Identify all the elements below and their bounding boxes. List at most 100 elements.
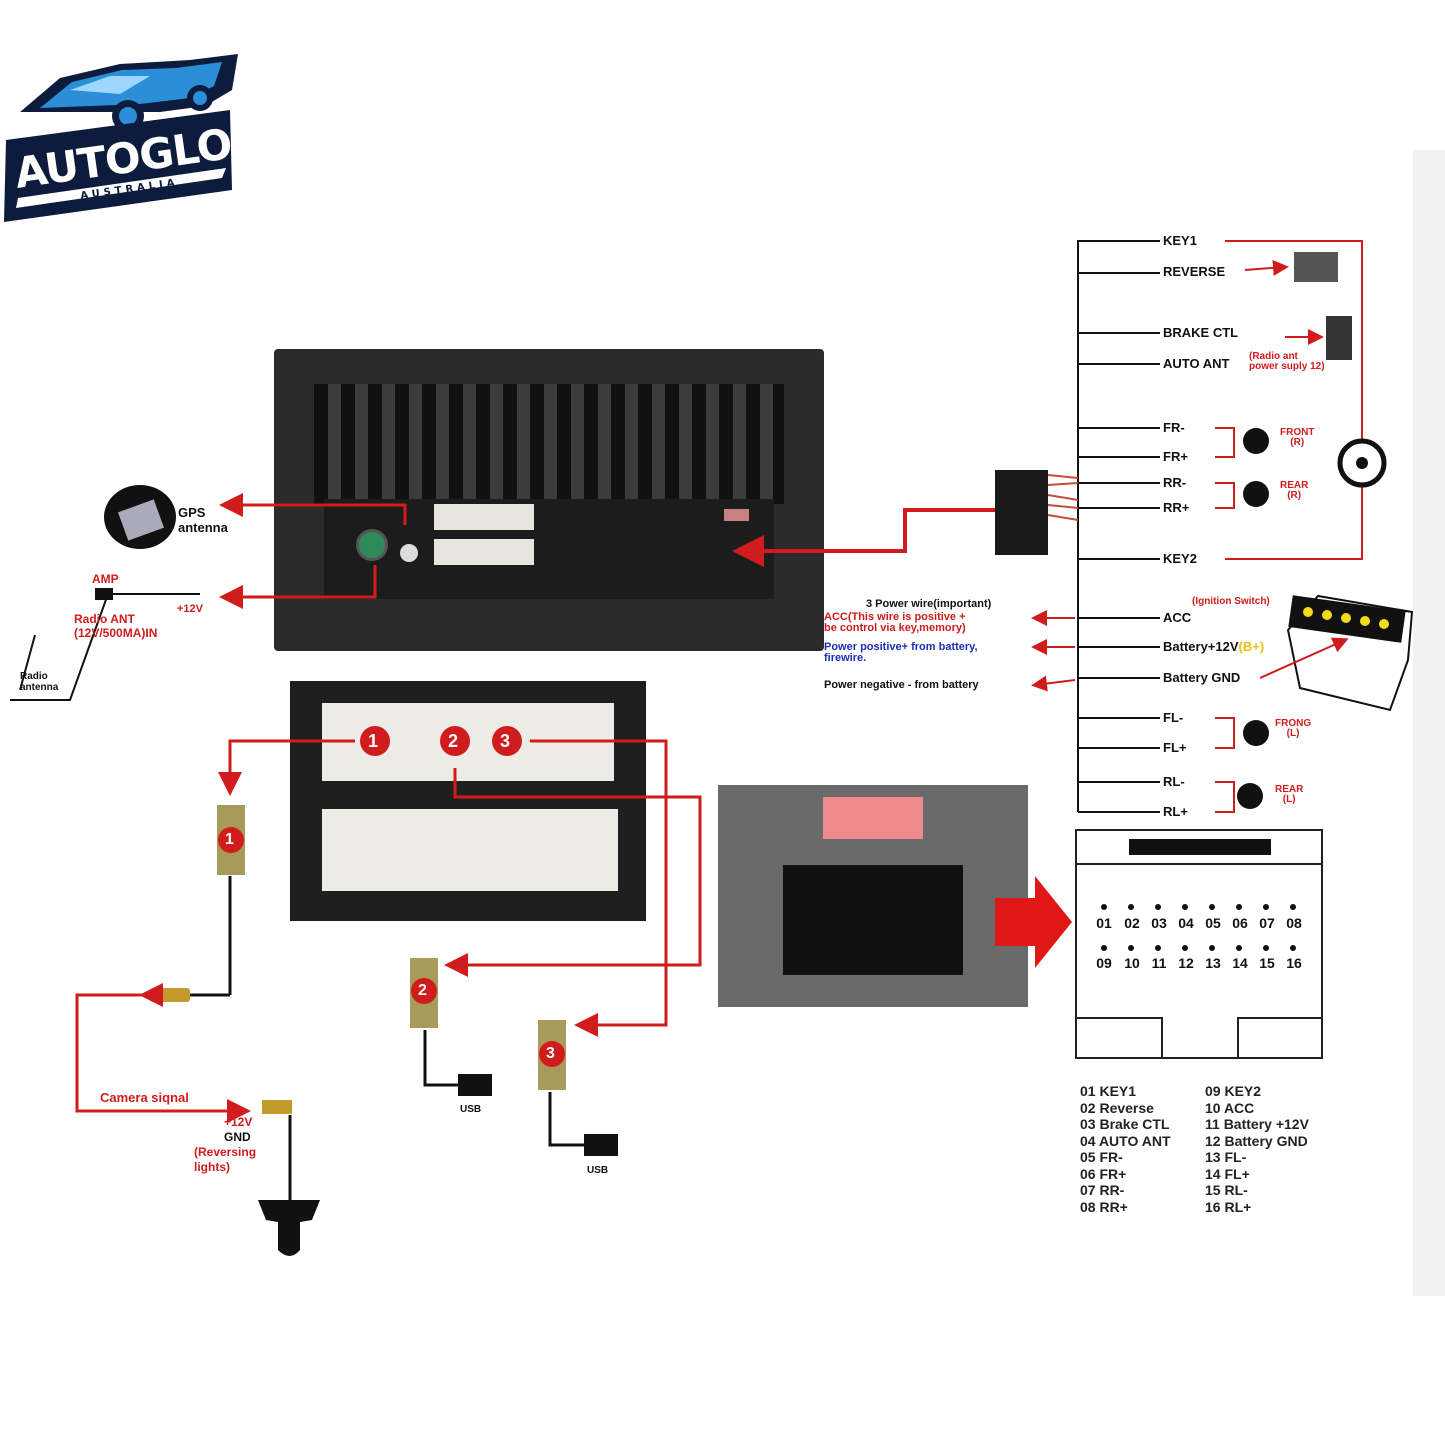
divider xyxy=(1237,1017,1321,1019)
brake-icon xyxy=(1326,316,1352,360)
battery-gnd-label: Battery GND xyxy=(1163,670,1241,685)
gnd-arrow xyxy=(1259,637,1349,679)
acc-note: ACC(This wire is positive + be control v… xyxy=(824,611,966,634)
pin-09: 09 xyxy=(1096,955,1112,971)
pin-02: 02 xyxy=(1124,915,1140,931)
pin-13: 13 xyxy=(1205,955,1221,971)
usb3-arrow xyxy=(530,739,668,1037)
rr-plus-label: RR+ xyxy=(1163,500,1190,515)
rr-minus-label: RR- xyxy=(1163,475,1187,490)
connector-white-a xyxy=(434,504,534,530)
rear-r-label: REAR (R) xyxy=(1280,480,1309,501)
badge-circles xyxy=(218,726,565,1067)
divider xyxy=(1077,1017,1161,1019)
head-unit-rear xyxy=(274,349,824,651)
badge-3: 3 xyxy=(500,731,511,751)
page-edge-strip xyxy=(1413,150,1445,1296)
legend-item: 07 RR- xyxy=(1080,1182,1125,1198)
auto-ant-label: AUTO ANT xyxy=(1163,356,1230,371)
reverse-light-icon xyxy=(1294,252,1338,282)
divider xyxy=(1237,1017,1239,1057)
rca-plug-icon xyxy=(150,988,190,1002)
cam-12v-label: +12V xyxy=(224,1115,253,1129)
harness-photo xyxy=(718,785,1028,1007)
power-negative-note: Power negative - from battery xyxy=(824,679,979,691)
legend-item: 08 RR+ xyxy=(1080,1198,1128,1215)
usb-plug-icon xyxy=(458,1074,492,1096)
camera-signal-arrow xyxy=(75,993,251,1123)
front-r-label: FRONT (R) xyxy=(1280,427,1315,448)
legend-item: 16 RL+ xyxy=(1205,1198,1252,1215)
connector-white-b xyxy=(434,539,534,565)
brand-logo: AUTOGLO AUSTRALIA xyxy=(0,50,245,230)
legend-item: 01 KEY1 xyxy=(1080,1083,1137,1099)
legend-item: 11 Battery +12V xyxy=(1205,1116,1309,1132)
battery-plus-b: (B+) xyxy=(1238,639,1265,654)
pin-15: 15 xyxy=(1259,955,1275,971)
reverse-label: REVERSE xyxy=(1163,264,1226,279)
speaker-icons xyxy=(1237,428,1269,809)
fr-plus-label: FR+ xyxy=(1163,449,1188,464)
harness-tree xyxy=(1077,240,1160,813)
fl-plus-label: FL+ xyxy=(1163,740,1187,755)
pin-dots xyxy=(1101,904,1296,951)
battery-plus-text: Battery+12V xyxy=(1163,639,1239,654)
amp-label: AMP xyxy=(92,572,119,586)
fr-minus-label: FR- xyxy=(1163,420,1185,435)
radio-antenna-label: Radio antenna xyxy=(20,671,59,693)
green-gps-port xyxy=(356,529,388,561)
auto-ant-note: (Radio ant power suply 12) xyxy=(1249,351,1325,372)
plug-bottom xyxy=(322,809,618,891)
pin-07: 07 xyxy=(1259,915,1275,931)
usb2-arrow xyxy=(444,768,702,977)
connector-panel xyxy=(324,499,774,599)
badge-1-module: 1 xyxy=(225,831,234,848)
pin-14: 14 xyxy=(1232,955,1248,971)
badge-2-module: 2 xyxy=(418,982,427,999)
steering-loop xyxy=(1225,240,1363,560)
camera-signal-label: Camera siqnal xyxy=(100,1090,189,1105)
badge-2: 2 xyxy=(448,731,459,751)
fuse xyxy=(823,797,923,839)
pin-04: 04 xyxy=(1178,915,1194,931)
pin-12: 12 xyxy=(1178,955,1194,971)
pin-03: 03 xyxy=(1151,915,1167,931)
pinout-box xyxy=(1075,829,1323,1059)
fuse-slot xyxy=(724,509,749,521)
legend-item: 02 Reverse xyxy=(1080,1099,1154,1116)
legend-item: 12 Battery GND xyxy=(1205,1132,1308,1149)
cam-reverse-label: (Reversing lights) xyxy=(194,1145,257,1174)
radio-arrow xyxy=(219,565,377,609)
key1-label: KEY1 xyxy=(1163,233,1197,248)
pin-08: 08 xyxy=(1286,915,1302,931)
pin-16: 16 xyxy=(1286,955,1302,971)
gps-label: GPS antenna xyxy=(178,505,228,535)
ignition-label: (Ignition Switch) xyxy=(1192,596,1270,607)
legend-item: 15 RL- xyxy=(1205,1182,1248,1198)
rl-minus-label: RL- xyxy=(1163,774,1185,789)
badge-1: 1 xyxy=(368,731,379,751)
rear-l-label: REAR (L) xyxy=(1275,784,1304,805)
badge-3-module: 3 xyxy=(546,1045,555,1062)
fl-minus-label: FL- xyxy=(1163,710,1184,725)
radio-ant-label: Radio ANT (12V/500MA)IN xyxy=(74,612,158,640)
socket xyxy=(783,865,963,975)
legend-item: 13 FL- xyxy=(1205,1149,1247,1165)
battery-plus-label: Battery+12V(B+) xyxy=(1163,639,1264,654)
pin-05: 05 xyxy=(1205,915,1221,931)
speaker-brackets xyxy=(1215,427,1235,813)
legend-item: 05 FR- xyxy=(1080,1149,1123,1165)
gps-arrow xyxy=(219,493,407,525)
harness-wires xyxy=(1047,474,1079,521)
legend-item: 06 FR+ xyxy=(1080,1165,1127,1182)
legend-item: 04 AUTO ANT xyxy=(1080,1132,1171,1149)
reverse-arrow xyxy=(1244,259,1289,276)
harness-arrow xyxy=(732,508,995,567)
front-l-label: FRONG (L) xyxy=(1275,718,1312,739)
heatsink xyxy=(314,384,784,504)
plus12v-label: +12V xyxy=(177,603,203,615)
power-arrows xyxy=(1031,610,1076,692)
pinout-arrow xyxy=(995,876,1072,968)
usb-label-2: USB xyxy=(460,1104,482,1115)
legend-left: 01 KEY1 02 Reverse 03 Brake CTL 04 AUTO … xyxy=(1080,1083,1171,1215)
